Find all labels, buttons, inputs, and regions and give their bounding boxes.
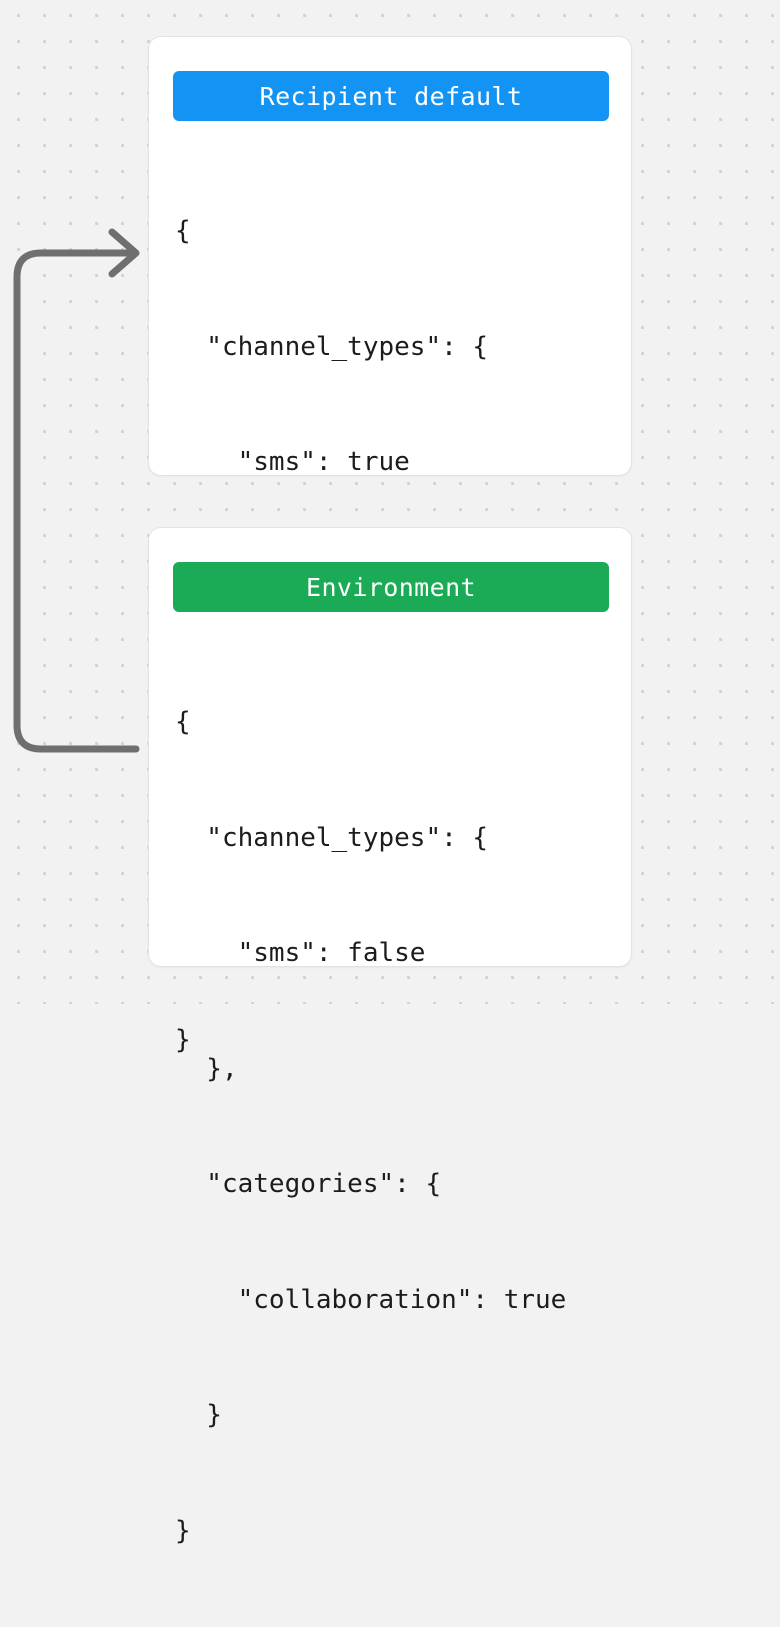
card-header-recipient-default: Recipient default [173, 71, 609, 121]
code-line: "channel_types": { [175, 331, 489, 362]
code-line: { [175, 707, 191, 737]
card-header-label: Recipient default [259, 81, 523, 111]
card-recipient-default[interactable]: Recipient default { "channel_types": { "… [148, 36, 632, 1055]
code-line: "channel_types": { [175, 822, 489, 853]
code-line: "sms": false [175, 938, 426, 968]
code-line: }, [175, 1053, 238, 1084]
code-line: { [175, 216, 191, 246]
code-line: "sms": true [175, 447, 410, 477]
card-header-environment: Environment [173, 562, 609, 612]
code-line: "categories": { [175, 1169, 442, 1199]
json-code-environment: { "channel_types": { "sms": false }, "ca… [175, 626, 617, 1627]
code-line: "collaboration": true [175, 1284, 567, 1315]
code-line: } [175, 1400, 222, 1430]
code-line: } [175, 1515, 191, 1546]
card-environment[interactable]: Environment { "channel_types": { "sms": … [148, 527, 632, 1546]
card-header-label: Environment [306, 572, 476, 602]
